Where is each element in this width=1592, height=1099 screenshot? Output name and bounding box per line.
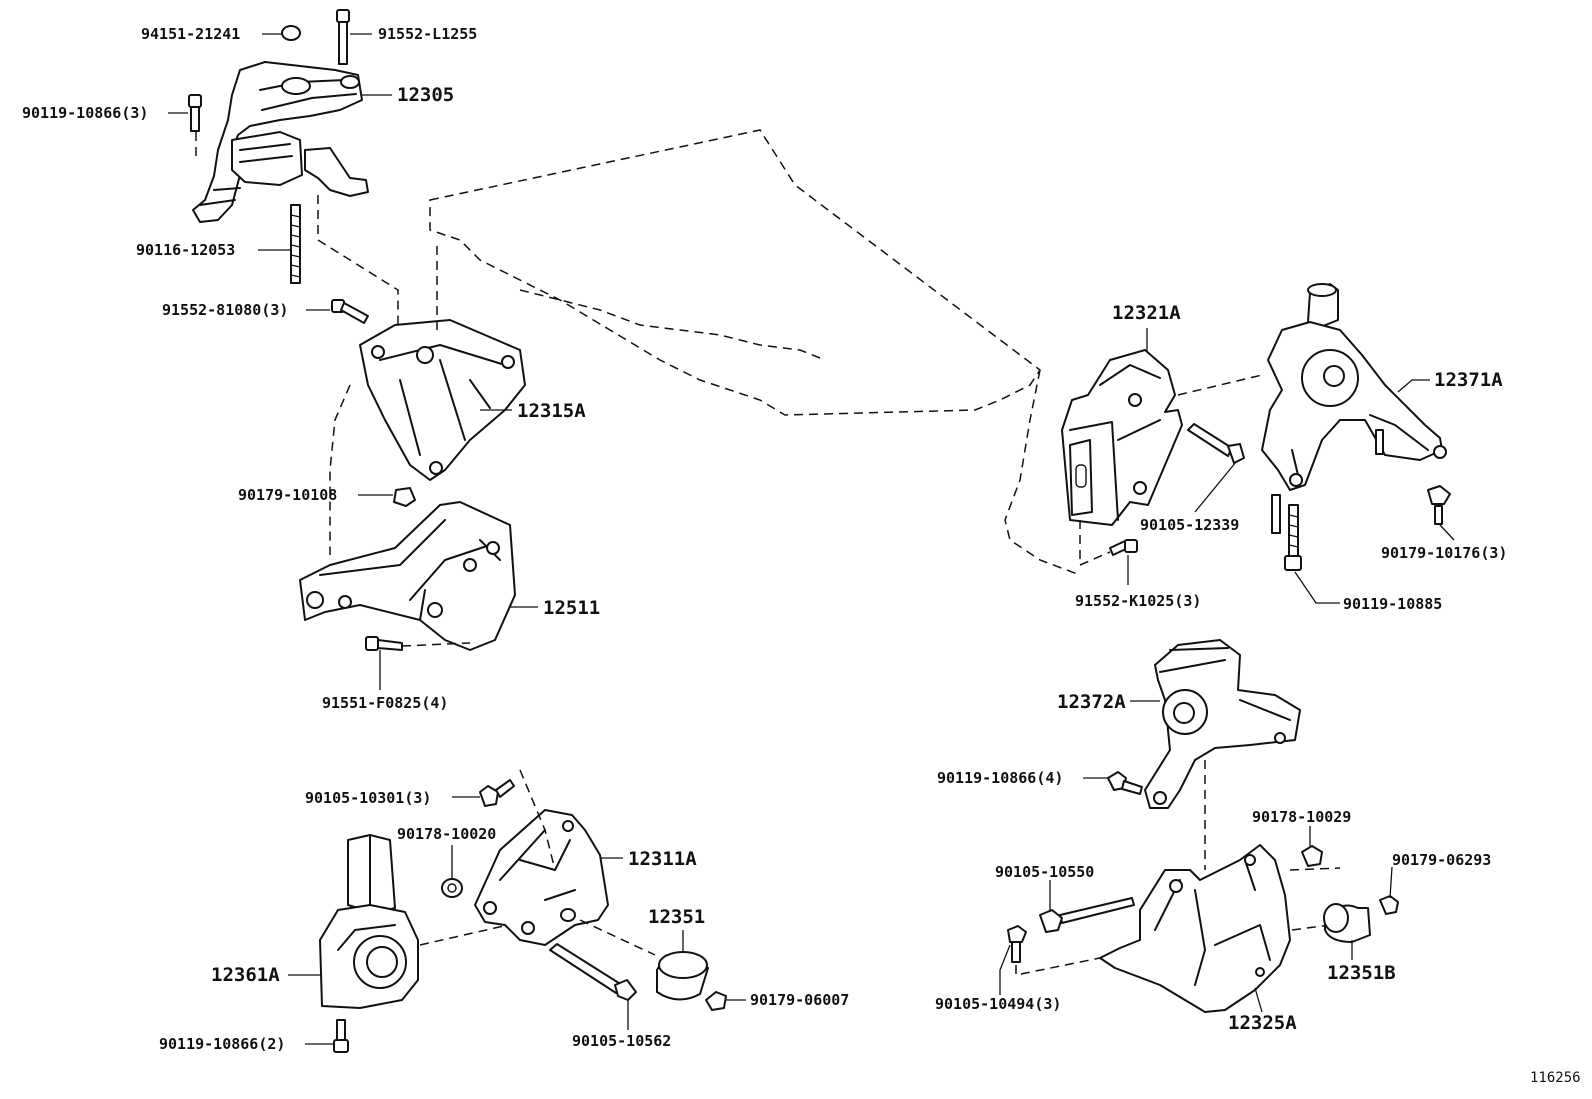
callout-12361A: 12361A xyxy=(211,964,280,986)
callout-90105-10562: 90105-10562 xyxy=(572,1032,672,1050)
callout-90119-10866-4: 90119-10866(4) xyxy=(937,769,1064,787)
leader-lines xyxy=(168,33,1455,1045)
callout-90179-06293: 90179-06293 xyxy=(1392,851,1492,869)
callout-91552-L1255: 91552-L1255 xyxy=(378,25,478,43)
mount-12361A xyxy=(319,834,531,1053)
bracket-12511 xyxy=(299,501,516,651)
callout-90116-12053: 90116-12053 xyxy=(136,241,236,259)
bracket-12315A xyxy=(329,240,526,555)
callout-90178-10029: 90178-10029 xyxy=(1252,808,1352,826)
mount-12372A xyxy=(1107,639,1301,870)
callout-91552-K1025-3: 91552-K1025(3) xyxy=(1075,592,1202,610)
callout-12511: 12511 xyxy=(543,597,601,619)
engine-outline xyxy=(429,129,1081,576)
callout-12351B: 12351B xyxy=(1327,962,1396,984)
callout-90105-12339: 90105-12339 xyxy=(1140,516,1240,534)
callout-12311A: 12311A xyxy=(628,848,697,870)
callout-12325A: 12325A xyxy=(1228,1012,1297,1034)
engine-mount-12305 xyxy=(188,9,399,325)
figure-number: 116256 xyxy=(1530,1070,1581,1086)
callout-90105-10494-3: 90105-10494(3) xyxy=(935,995,1062,1013)
callout-90119-10866-3-top: 90119-10866(3) xyxy=(22,104,149,122)
callout-90178-10020: 90178-10020 xyxy=(397,825,497,843)
callout-90119-10866-2: 90119-10866(2) xyxy=(159,1035,286,1053)
bracket-12311A xyxy=(441,769,727,1011)
callout-90179-06007: 90179-06007 xyxy=(750,991,850,1009)
mount-12371A xyxy=(1261,283,1451,571)
callout-12321A: 12321A xyxy=(1112,302,1181,324)
bracket-12325A xyxy=(1007,844,1399,1013)
callout-12315A: 12315A xyxy=(517,400,586,422)
callout-12371A: 12371A xyxy=(1434,369,1503,391)
callout-12351: 12351 xyxy=(648,906,706,928)
callout-90119-10885: 90119-10885 xyxy=(1343,595,1443,613)
callout-12372A: 12372A xyxy=(1057,691,1126,713)
callout-90179-10176-3: 90179-10176(3) xyxy=(1381,544,1508,562)
callout-94151-21241: 94151-21241 xyxy=(141,25,241,43)
callout-90105-10550: 90105-10550 xyxy=(995,863,1095,881)
callout-90105-10301-3: 90105-10301(3) xyxy=(305,789,432,807)
callout-91552-81080-3: 91552-81080(3) xyxy=(162,301,289,319)
callout-12305: 12305 xyxy=(397,84,455,106)
callout-90179-10108: 90179-10108 xyxy=(238,486,338,504)
mount-12321A xyxy=(1061,349,1263,567)
callout-91551-F0825-4: 91551-F0825(4) xyxy=(322,694,449,712)
